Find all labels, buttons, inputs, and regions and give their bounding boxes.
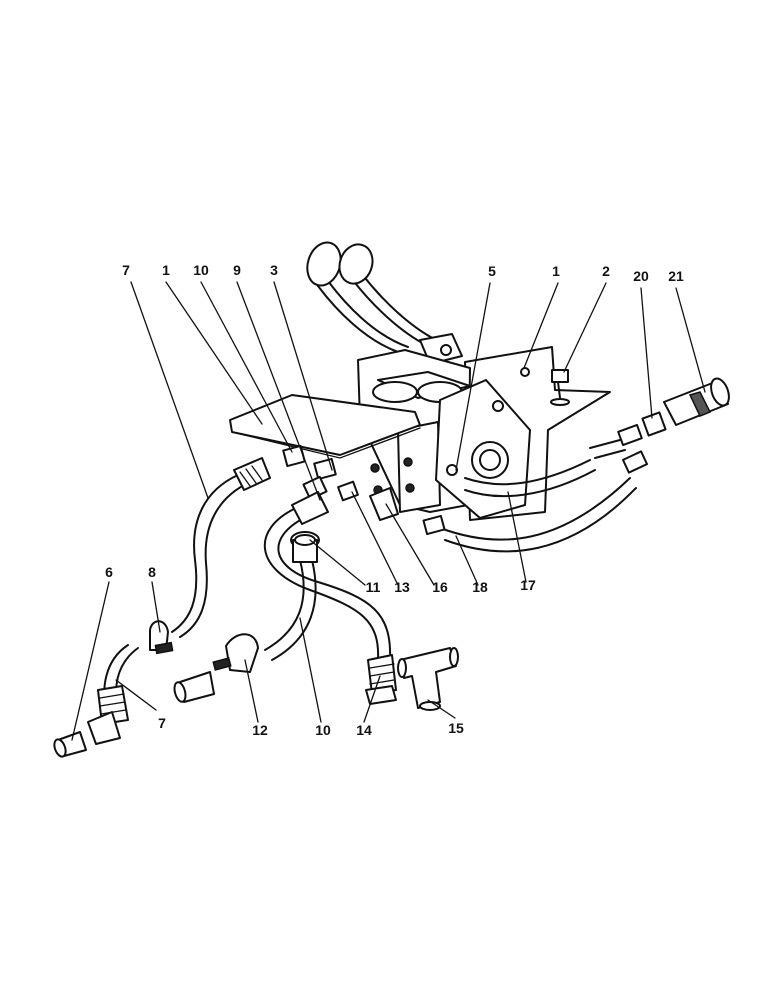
quick-coupler <box>641 377 730 437</box>
callout-20: 20 <box>633 268 649 284</box>
hose-lower <box>263 491 397 705</box>
hose-upper <box>171 457 271 638</box>
tee-fitting <box>397 647 459 711</box>
callout-14: 13 <box>394 579 410 595</box>
control-levers <box>306 241 463 365</box>
callout-21: 21 <box>668 268 684 284</box>
callout-17: 16 <box>432 579 448 595</box>
callout-9: 9 <box>233 262 241 278</box>
callout-3: 1 <box>162 262 170 278</box>
callout-10: 10 <box>193 262 209 278</box>
callout-5: 5 <box>488 263 496 279</box>
leader-lines <box>71 281 706 741</box>
callout-18: 17 <box>520 577 536 593</box>
callout-2: 2 <box>602 263 610 279</box>
callout-16: 15 <box>448 720 464 736</box>
cover-plate <box>229 394 421 459</box>
callout-19: 18 <box>472 579 488 595</box>
steel-pipes <box>422 424 649 553</box>
callout-11: 10 <box>315 722 331 738</box>
callout-labels: 7 1 10 9 3 5 1 2 20 21 6 8 7 11 13 16 18… <box>105 262 684 738</box>
callout-12: 11 <box>366 579 381 595</box>
clip-8 <box>149 620 174 655</box>
callout-15: 14 <box>356 722 372 738</box>
callout-4: 3 <box>270 262 278 278</box>
callout-7-upper: 7 <box>122 262 130 278</box>
callout-7-lower: 7 <box>158 715 166 731</box>
callout-8: 8 <box>148 564 156 580</box>
callout-1: 1 <box>552 263 560 279</box>
callout-6: 6 <box>105 564 113 580</box>
clip-13 <box>173 531 320 703</box>
bolt <box>551 369 569 399</box>
callout-13: 12 <box>252 722 268 738</box>
hose-lower-left <box>53 644 139 758</box>
